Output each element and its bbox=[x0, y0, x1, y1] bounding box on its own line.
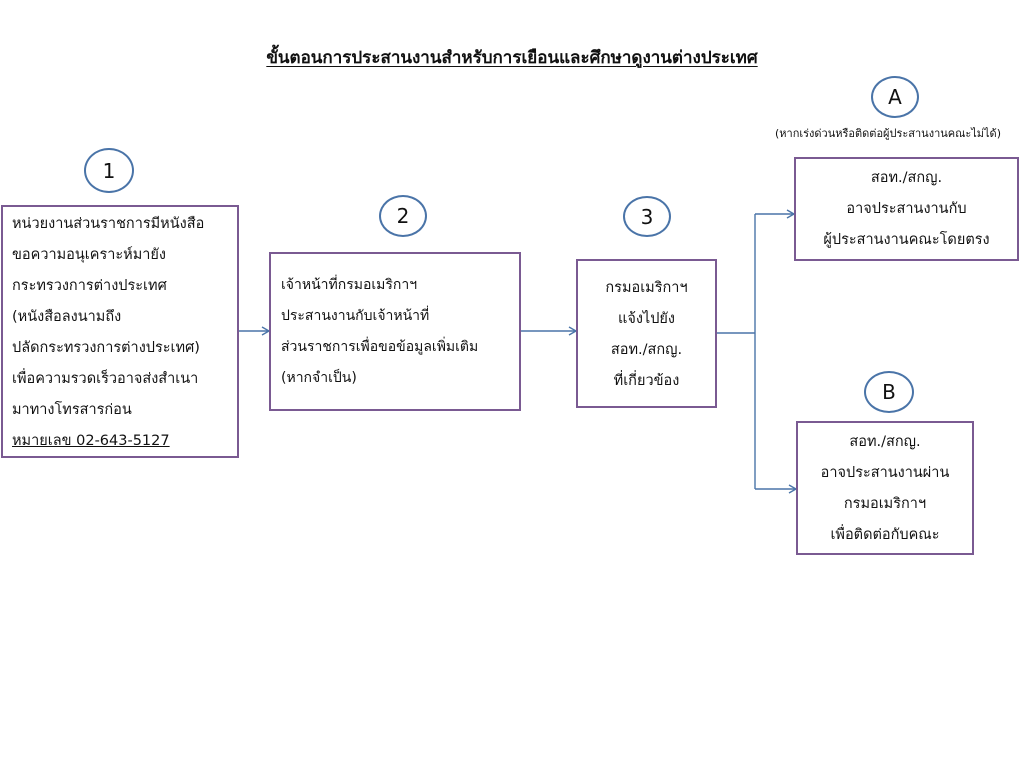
step-1-line: ขอความอนุเคราะห์มายัง bbox=[12, 247, 166, 263]
step-a-line: อาจประสานงานกับ bbox=[846, 201, 967, 217]
step-b-line: สอท./สกญ. bbox=[849, 434, 921, 450]
step-b-line: กรมอเมริกาฯ bbox=[843, 496, 927, 512]
step-1-line: ปลัดกระทรวงการต่างประเทศ) bbox=[12, 340, 200, 356]
step-1-box: หน่วยงานส่วนราชการมีหนังสือ ขอความอนุเคร… bbox=[1, 205, 239, 458]
step-1-line: มาทางโทรสารก่อน bbox=[12, 402, 132, 418]
step-3-line: แจ้งไปยัง bbox=[618, 311, 675, 327]
step-1-line: (หนังสือลงนามถึง bbox=[12, 309, 122, 325]
urgent-note: (หากเร่งด่วนหรือติดต่อผู้ประสานงานคณะไม่… bbox=[774, 127, 1001, 140]
step-1-line: หน่วยงานส่วนราชการมีหนังสือ bbox=[12, 216, 205, 232]
step-1-circle: 1 bbox=[84, 148, 134, 193]
step-b-circle: B bbox=[864, 371, 914, 413]
step-1-line: เพื่อความรวดเร็วอาจส่งสำเนา bbox=[12, 371, 199, 387]
fax-number: หมายเลข 02-643-5127 bbox=[12, 433, 170, 449]
step-2-line: ส่วนราชการเพื่อขอข้อมูลเพิ่มเติม bbox=[281, 339, 479, 355]
step-3-line: สอท./สกญ. bbox=[610, 342, 683, 358]
step-b-line: เพื่อติดต่อกับคณะ bbox=[830, 527, 940, 543]
step-2-circle: 2 bbox=[379, 195, 427, 237]
step-3-line: กรมอเมริกาฯ bbox=[605, 280, 688, 296]
step-2-line: ประสานงานกับเจ้าหน้าที่ bbox=[281, 308, 430, 324]
step-3-line: ที่เกี่ยวข้อง bbox=[613, 373, 680, 389]
step-3-box: กรมอเมริกาฯ แจ้งไปยัง สอท./สกญ. ที่เกี่ย… bbox=[576, 259, 717, 408]
step-2-box: เจ้าหน้าที่กรมอเมริกาฯ ประสานงานกับเจ้าห… bbox=[269, 252, 521, 411]
step-3-circle: 3 bbox=[623, 196, 671, 237]
diagram-title: ขั้นตอนการประสานงานสำหรับการเยือนและศึกษ… bbox=[266, 48, 758, 68]
step-a-box: สอท./สกญ. อาจประสานงานกับ ผู้ประสานงานคณ… bbox=[794, 157, 1019, 261]
step-a-line: สอท./สกญ. bbox=[870, 170, 943, 186]
step-b-line: อาจประสานงานผ่าน bbox=[820, 465, 950, 481]
step-a-line: ผู้ประสานงานคณะโดยตรง bbox=[823, 232, 990, 248]
step-1-line: กระทรวงการต่างประเทศ bbox=[12, 278, 167, 294]
step-a-circle: A bbox=[871, 76, 919, 118]
step-2-line: (หากจำเป็น) bbox=[281, 370, 357, 386]
step-2-line: เจ้าหน้าที่กรมอเมริกาฯ bbox=[281, 277, 418, 293]
step-b-box: สอท./สกญ. อาจประสานงานผ่าน กรมอเมริกาฯ เ… bbox=[796, 421, 974, 555]
